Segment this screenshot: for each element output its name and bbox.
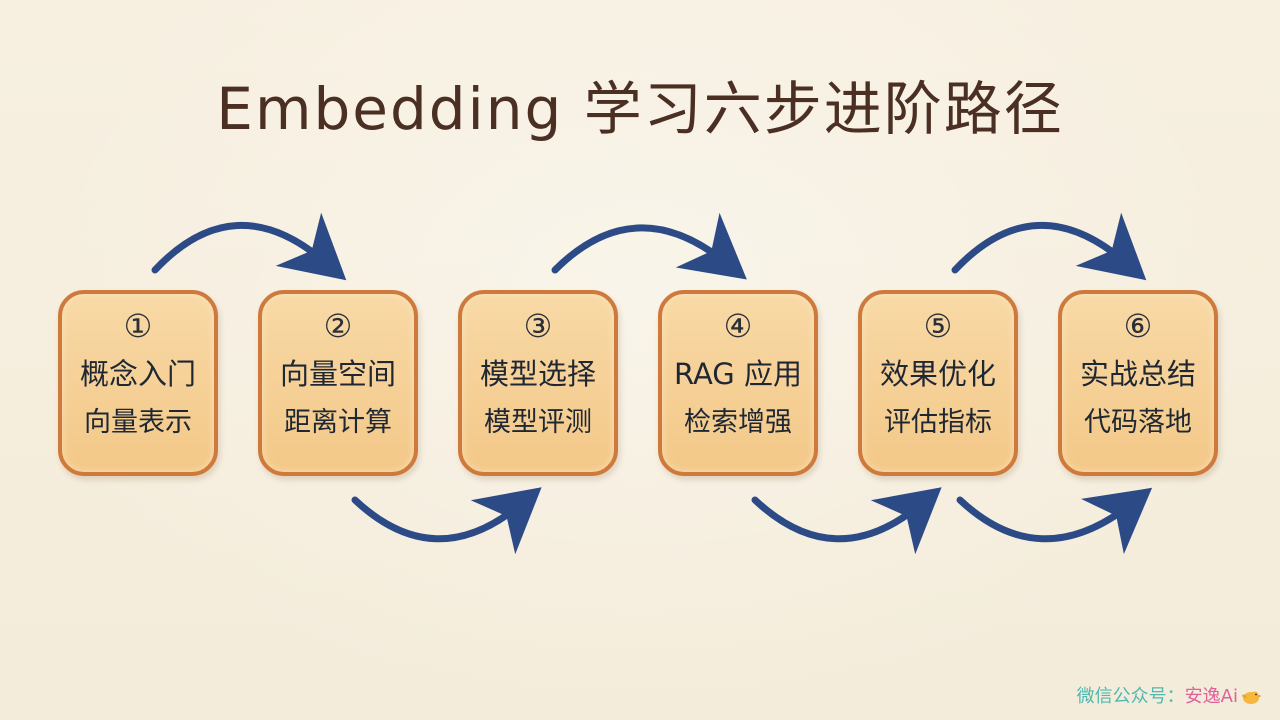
step-title: 实战总结	[1079, 357, 1196, 391]
step-card-4: ④ RAG 应用 检索增强	[658, 290, 818, 476]
arrow-2-to-3	[351, 487, 542, 555]
step-number: ①	[123, 307, 153, 345]
watermark: 微信公众号：安逸Ai	[1077, 682, 1262, 708]
step-title: 模型选择	[479, 357, 596, 391]
step-number: ④	[723, 307, 753, 345]
step-card-5: ⑤ 效果优化 评估指标	[858, 290, 1018, 476]
step-title: RAG 应用	[674, 357, 802, 391]
step-card-1: ① 概念入门 向量表示	[58, 290, 218, 476]
step-card-3: ③ 模型选择 模型评测	[458, 290, 618, 476]
step-number: ⑤	[923, 307, 953, 345]
step-subtitle: 模型评测	[484, 407, 592, 438]
arrow-4-to-5	[751, 487, 942, 555]
watermark-name: 安逸Ai	[1184, 686, 1238, 707]
watermark-prefix: 微信公众号：	[1076, 686, 1185, 707]
arrow-bottom-5-to-6	[956, 487, 1153, 555]
page-title: Embedding 学习六步进阶路径	[216, 75, 1064, 143]
step-subtitle: 代码落地	[1084, 407, 1192, 438]
step-title: 效果优化	[879, 357, 996, 391]
step-subtitle: 检索增强	[684, 407, 792, 438]
step-number: ⑥	[1123, 307, 1153, 345]
arrow-3-to-4	[551, 212, 747, 280]
step-number: ③	[523, 307, 553, 345]
step-card-6: ⑥ 实战总结 代码落地	[1058, 290, 1218, 476]
step-subtitle: 距离计算	[284, 407, 392, 438]
bird-icon	[1242, 691, 1262, 704]
step-number: ②	[323, 307, 353, 345]
step-title: 概念入门	[79, 357, 196, 391]
arrow-1-to-2	[151, 212, 347, 281]
step-subtitle: 向量表示	[84, 407, 192, 438]
step-title: 向量空间	[279, 357, 396, 391]
arrow-5-to-6	[951, 212, 1147, 281]
step-card-2: ② 向量空间 距离计算	[258, 290, 418, 476]
step-subtitle: 评估指标	[884, 407, 992, 438]
